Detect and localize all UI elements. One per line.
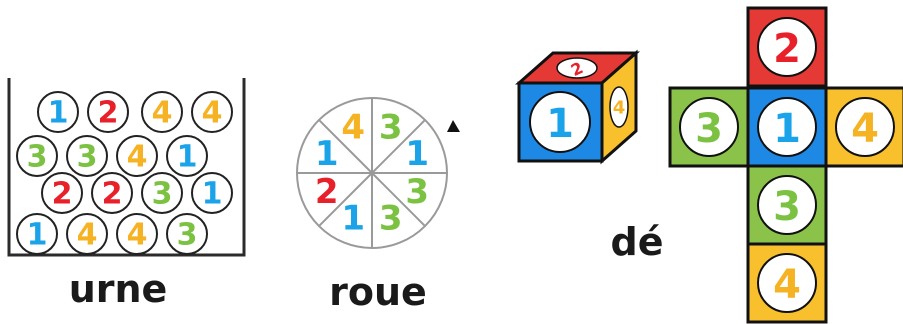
ball-number: 1: [27, 218, 48, 253]
urn-ball: 3: [142, 173, 182, 213]
urn-label: urne: [69, 267, 168, 311]
wheel-pointer-icon: [447, 120, 460, 132]
urn-ball: 4: [117, 136, 157, 176]
die-label: dé: [611, 220, 664, 264]
net-face-right: 4: [826, 88, 903, 166]
net-face-left: 3: [670, 88, 748, 166]
urn-ball: 4: [142, 92, 182, 132]
net-face-below: 3: [748, 166, 826, 244]
urn-ball: 2: [88, 92, 128, 132]
urn-ball: 3: [67, 136, 107, 176]
die: 124 2 3 1 4 3 4 dé: [519, 8, 903, 322]
ball-number: 2: [102, 177, 123, 212]
wheel-sector-number: 1: [341, 198, 365, 238]
die-cube: 124: [519, 53, 636, 161]
ball-number: 4: [152, 96, 173, 131]
urn-ball: 2: [42, 173, 82, 213]
net-face-number: 4: [773, 262, 801, 308]
wheel-sector-number: 1: [405, 134, 429, 174]
cube-front-number: 1: [546, 101, 574, 147]
wheel-sector-number: 2: [315, 172, 339, 212]
ball-number: 3: [77, 140, 98, 175]
wheel-sector-number: 3: [405, 172, 429, 212]
ball-number: 1: [48, 96, 69, 131]
ball-number: 4: [127, 140, 148, 175]
net-face-number: 2: [773, 26, 801, 72]
ball-number: 2: [98, 96, 119, 131]
net-face-number: 1: [773, 106, 801, 152]
urn-ball: 3: [17, 136, 57, 176]
urn-ball: 4: [192, 92, 232, 132]
net-face-center: 1: [748, 88, 826, 166]
urn-ball: 4: [117, 214, 157, 254]
wheel-sector-number: 1: [315, 134, 339, 174]
ball-number: 1: [202, 177, 223, 212]
wheel-sector-number: 4: [341, 108, 365, 148]
urn-ball: 1: [38, 92, 78, 132]
net-face-top: 2: [748, 8, 826, 86]
ball-number: 3: [152, 177, 173, 212]
wheel-sector-number: 3: [379, 198, 403, 238]
ball-number: 4: [127, 218, 148, 253]
ball-number: 3: [27, 140, 48, 175]
die-net: 2 3 1 4 3 4: [670, 8, 903, 322]
urn-ball: 4: [67, 214, 107, 254]
urn-ball: 2: [92, 173, 132, 213]
ball-number: 4: [77, 218, 98, 253]
ball-number: 1: [177, 140, 198, 175]
wheel-sector-number: 3: [379, 108, 403, 148]
urn-ball: 1: [167, 136, 207, 176]
urn-ball: 1: [192, 173, 232, 213]
ball-number: 2: [52, 177, 73, 212]
net-face-number: 3: [695, 106, 723, 152]
net-face-bottom: 4: [748, 244, 826, 322]
net-face-number: 3: [773, 184, 801, 230]
ball-number: 3: [177, 218, 198, 253]
urn-ball: 1: [17, 214, 57, 254]
cube-right-number: 4: [613, 98, 626, 119]
urn-ball: 3: [167, 214, 207, 254]
ball-number: 4: [202, 96, 223, 131]
wheel-label: roue: [329, 270, 427, 314]
net-face-number: 4: [851, 106, 879, 152]
